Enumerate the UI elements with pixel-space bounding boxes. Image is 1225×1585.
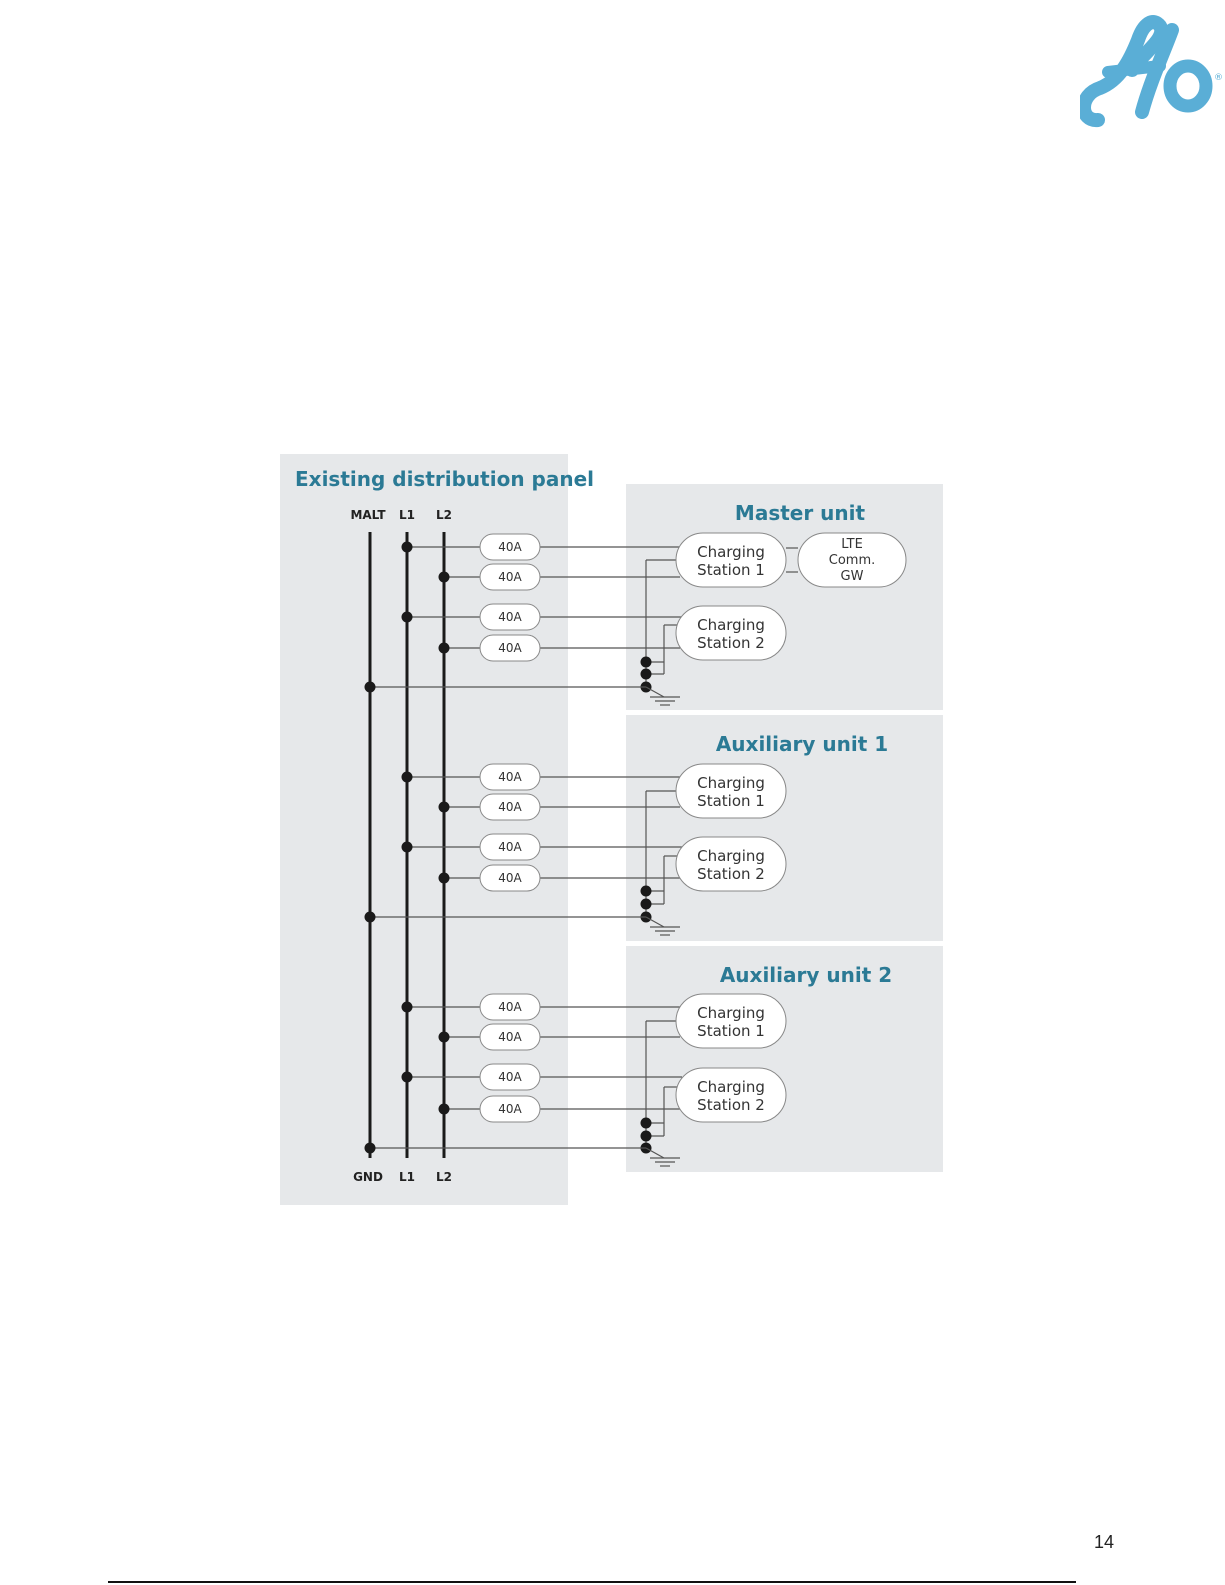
junction-dot <box>641 886 652 897</box>
station-label-line1: Charging <box>697 774 765 792</box>
charging-station: Charging Station 2 <box>676 606 786 660</box>
breaker-label: 40A <box>498 570 522 584</box>
charging-station: Charging Station 1 <box>676 994 786 1048</box>
junction-dot <box>439 572 450 583</box>
station-label-line1: Charging <box>697 543 765 561</box>
breaker-label: 40A <box>498 1070 522 1084</box>
station-label-line2: Station 1 <box>697 561 765 579</box>
bus-label-gnd-bottom: GND <box>353 1170 383 1184</box>
bus-label-malt-top: MALT <box>350 508 386 522</box>
auxiliary-unit-1-title: Auxiliary unit 1 <box>716 732 888 756</box>
breaker: 40A <box>480 604 540 630</box>
breaker-label: 40A <box>498 1030 522 1044</box>
breaker: 40A <box>480 1096 540 1122</box>
junction-dot <box>402 772 413 783</box>
breaker-label: 40A <box>498 641 522 655</box>
station-label-line1: Charging <box>697 1004 765 1022</box>
junction-dot <box>439 873 450 884</box>
charging-station: Charging Station 1 <box>676 764 786 818</box>
station-label-line2: Station 1 <box>697 792 765 810</box>
junction-dot <box>365 682 376 693</box>
junction-dot <box>641 669 652 680</box>
breaker: 40A <box>480 834 540 860</box>
bus-label-l1-top: L1 <box>399 508 415 522</box>
bus-label-l2-bottom: L2 <box>436 1170 452 1184</box>
charging-station: Charging Station 2 <box>676 837 786 891</box>
auxiliary-unit-2-title: Auxiliary unit 2 <box>720 963 892 987</box>
breaker: 40A <box>480 865 540 891</box>
breaker-label: 40A <box>498 800 522 814</box>
page-number: 14 <box>1094 1532 1114 1553</box>
junction-dot <box>365 1143 376 1154</box>
junction-dot <box>641 1131 652 1142</box>
breaker: 40A <box>480 794 540 820</box>
gateway-label-line1: LTE <box>841 537 863 552</box>
charging-station: Charging Station 2 <box>676 1068 786 1122</box>
junction-dot <box>641 1118 652 1129</box>
junction-dot <box>402 1072 413 1083</box>
master-unit-title: Master unit <box>735 501 866 525</box>
junction-dot <box>439 643 450 654</box>
breaker-label: 40A <box>498 840 522 854</box>
breaker: 40A <box>480 564 540 590</box>
junction-dot <box>641 899 652 910</box>
station-label-line1: Charging <box>697 616 765 634</box>
station-label-line2: Station 2 <box>697 1096 765 1114</box>
station-label-line2: Station 2 <box>697 634 765 652</box>
junction-dot <box>641 657 652 668</box>
station-label-line2: Station 2 <box>697 865 765 883</box>
panel-title: Existing distribution panel <box>295 467 594 491</box>
breaker: 40A <box>480 534 540 560</box>
breaker-label: 40A <box>498 540 522 554</box>
station-label-line1: Charging <box>697 1078 765 1096</box>
junction-dot <box>402 842 413 853</box>
breaker: 40A <box>480 635 540 661</box>
lte-gateway: LTE Comm. GW <box>798 533 906 587</box>
breaker: 40A <box>480 994 540 1020</box>
bus-label-l1-bottom: L1 <box>399 1170 415 1184</box>
breaker-label: 40A <box>498 770 522 784</box>
gateway-label-line3: GW <box>841 569 864 584</box>
breaker-label: 40A <box>498 1102 522 1116</box>
footer-rule <box>108 1581 1076 1583</box>
junction-dot <box>365 912 376 923</box>
breaker-label: 40A <box>498 871 522 885</box>
gateway-label-line2: Comm. <box>829 553 876 568</box>
breaker: 40A <box>480 1024 540 1050</box>
breaker-label: 40A <box>498 1000 522 1014</box>
breaker: 40A <box>480 1064 540 1090</box>
station-label-line2: Station 1 <box>697 1022 765 1040</box>
breaker: 40A <box>480 764 540 790</box>
junction-dot <box>402 612 413 623</box>
breaker-label: 40A <box>498 610 522 624</box>
junction-dot <box>439 1104 450 1115</box>
junction-dot <box>439 1032 450 1043</box>
station-label-line1: Charging <box>697 847 765 865</box>
charging-station: Charging Station 1 <box>676 533 786 587</box>
junction-dot <box>439 802 450 813</box>
junction-dot <box>402 542 413 553</box>
junction-dot <box>402 1002 413 1013</box>
bus-label-l2-top: L2 <box>436 508 452 522</box>
